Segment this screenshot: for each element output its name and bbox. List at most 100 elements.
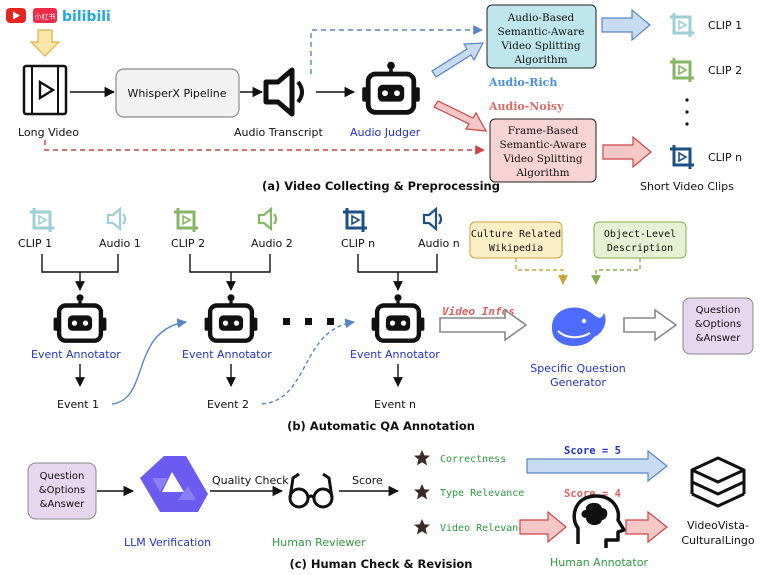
g1-annotator-label: Event Annotator [31,348,121,361]
generator-line2: Generator [550,376,606,389]
frame-split-line4: Algorithm [515,167,569,179]
culture-line1: Culture Related [471,229,561,240]
gn-event-label: Event n [374,398,416,411]
section-a: 小红书 bilibili Long Video WhisperX Pipelin… [6,4,742,193]
clip-icon [668,143,696,171]
qa-line2: &Options [695,319,741,330]
generator-line1: Specific Question [530,362,626,375]
g2-annotator-label: Event Annotator [182,348,272,361]
robot-icon [54,294,107,340]
clip-icon [172,206,200,234]
long-video-label: Long Video [18,126,79,139]
to-qa-arrow [623,308,678,342]
video-infos-label: Video Infos [442,305,515,318]
qa-c-line2: &Options [39,485,85,496]
llm-verification-label: LLM Verification [124,536,211,549]
audio-rich-label: Audio-Rich [488,76,557,89]
audio-split-line3: Video Splitting [500,40,581,52]
layers-icon [690,456,746,508]
audio-noisy-label: Audio-Noisy [488,100,564,113]
criterion-correctness: Correctness [440,454,506,465]
frame-split-box [489,118,597,183]
qa-box [682,297,754,355]
clipn-label: CLIP n [708,151,742,164]
clip-icon [341,206,369,234]
qa-line1: Question [696,305,741,316]
frame-split-line2: Semantic-Aware [500,139,587,151]
section-c: Question &Options &Answer LLM Verificati… [27,445,755,571]
audio-split-line1: Audio-Based [507,12,575,24]
caption-c: (c) Human Check & Revision [290,557,473,571]
score-label: Score [352,474,383,487]
output-line2: CulturalLingo [681,534,754,547]
audio-noisy-arrow [433,100,488,132]
criterion-video: Video Relevance [440,523,530,534]
section-b: CLIP 1 Audio 1 Event Annotator Event 1 C… [18,206,754,433]
short-clips-label: Short Video Clips [640,180,734,193]
youtube-icon [6,8,26,23]
whale-icon [552,307,606,346]
bilibili-logo: bilibili [62,9,111,25]
robot-icon [362,62,420,113]
audio-judger-label: Audio Judger [350,126,421,139]
frame-split-line3: Video Splitting [502,153,583,165]
xiaohongshu-text: 小红书 [35,12,56,21]
culture-line2: Wikipedia [489,243,543,254]
clip-icon [28,206,56,234]
video-file-icon [22,64,68,116]
qa-c-line3: &Answer [40,499,86,510]
to-clips-arrow-red [602,135,652,169]
clip1-label: CLIP 1 [708,19,742,32]
audio-split-line2: Semantic-Aware [498,26,585,38]
human-annotator-label: Human Annotator [550,556,648,569]
score4-label: Score = 4 [564,488,621,500]
audio-split-line4: Algorithm [513,54,567,66]
xiaohongshu-icon: 小红书 [33,8,57,23]
qa-box-c [27,462,97,520]
star-icon [414,484,430,500]
clip-icon [668,11,696,39]
object-line2: Description [607,243,673,254]
gn-annotator-label: Event Annotator [350,348,440,361]
whisperx-box [115,68,240,118]
score4-arrow [519,510,567,544]
score5-arrow [526,449,668,483]
robot-icon [205,294,258,340]
g1-event-label: Event 1 [57,398,99,411]
speaker-icon [422,207,443,231]
g2-event-label: Event 2 [207,398,249,411]
score5-label: Score = 5 [564,445,621,457]
audio-split-box [486,4,597,69]
criterion-type: Type Relevance [440,488,524,499]
caption-a: (a) Video Collecting & Preprocessing [262,179,500,193]
caption-b: (b) Automatic QA Annotation [287,419,475,433]
speaker-icon [263,67,304,117]
head-brain-icon [572,494,626,548]
g1-audio-label: Audio 1 [99,237,141,250]
to-output-arrow [625,510,668,544]
clip2-label: CLIP 2 [708,64,742,77]
quality-check-label: Quality Check [212,474,289,487]
robot-icon [372,294,425,340]
speaker-icon [106,207,127,231]
gn-clip-label: CLIP n [341,237,375,250]
clip-icon [668,56,696,84]
audio-transcript-label: Audio Transcript [234,126,323,139]
g2-clip-label: CLIP 2 [171,237,205,250]
star-icon [414,519,430,535]
glasses-icon [288,472,334,509]
output-line1: VideoVista- [687,519,749,532]
g1-clip-label: CLIP 1 [18,237,52,250]
to-clips-arrow-blue [601,8,651,42]
whisperx-label: WhisperX Pipeline [128,87,227,100]
star-icon [414,450,430,466]
frame-split-line1: Frame-Based [508,125,579,137]
speaker-icon [257,207,278,231]
qa-c-line1: Question [40,471,85,482]
g2-audio-label: Audio 2 [251,237,293,250]
video-infos-arrow [439,308,528,342]
audio-rich-arrow [431,42,485,78]
human-reviewer-label: Human Reviewer [272,536,366,549]
qwen-icon [140,456,208,512]
